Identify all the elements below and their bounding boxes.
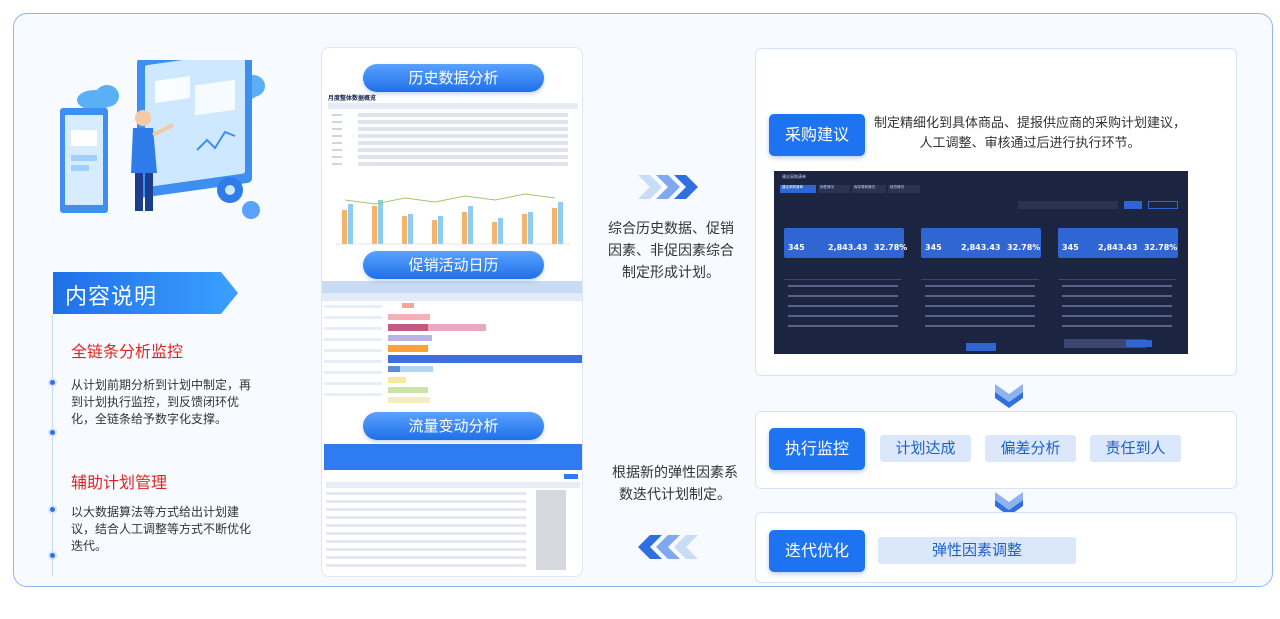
section-tab-shape (53, 272, 238, 314)
purchase-suggestion-label: 采购建议 (769, 114, 865, 156)
full-chain-text: 从计划前期分析到计划中制定，再到计划执行监控，到反馈闭环优化，全链条给予数字化支… (71, 378, 252, 426)
metric-value: 32.78% (874, 243, 908, 252)
purchase-screen-tabs: 建议采购清单 销售情况 库存周转情况 缺货情况 (780, 185, 920, 193)
screen-tab[interactable]: 建议采购清单 (780, 185, 816, 193)
purchase-description: 制定精细化到具体商品、提报供应商的采购计划建议， 人工调整、审核通过后进行执行环… (872, 114, 1188, 154)
purchase-description-line: 人工调整、审核通过后进行执行环节。 (919, 136, 1141, 151)
backward-flow-line: 数迭代计划制定。 (619, 487, 731, 503)
down-chevron-icon (995, 384, 1023, 408)
metric-value: 32.78% (1007, 243, 1041, 252)
chip-plan-achievement: 计划达成 (880, 435, 971, 462)
metric-value: 2,843.43 (828, 243, 868, 252)
screen-tab[interactable]: 缺货情况 (888, 185, 920, 193)
backward-flow-text: 根据新的弹性因素系 数迭代计划制定。 (600, 462, 750, 506)
metric-card: 345 2,843.43 32.78% (784, 228, 908, 258)
screen-search-box[interactable] (1018, 201, 1118, 209)
purchase-list-screenshot: 建议采购清单 建议采购清单 销售情况 库存周转情况 缺货情况 345 2,843… (774, 171, 1188, 354)
screen-tab[interactable]: 库存周转情况 (852, 185, 886, 193)
history-bar-chart (336, 193, 570, 245)
chip-responsibility: 责任到人 (1090, 435, 1181, 462)
chip-deviation-analysis: 偏差分析 (985, 435, 1076, 462)
analysis-screenshot-panel: 月度整体数据概览 (321, 47, 583, 577)
assist-plan-text: 以大数据算法等方式给出计划建议，结合人工调整等方式不断优化迭代。 (71, 505, 252, 553)
timeline-line (52, 314, 53, 576)
timeline-dot (48, 378, 57, 387)
section-heading-text: 内容说明 (65, 285, 158, 310)
iterative-optimization-label: 迭代优化 (769, 530, 865, 572)
timeline-dot (48, 428, 57, 437)
tab-traffic-analysis[interactable]: 流量变动分析 (363, 412, 544, 440)
data-analyst-illustration (60, 60, 265, 219)
traffic-change-table (326, 474, 580, 570)
forward-flow-line: 因素、非促因素综合 (608, 243, 734, 259)
screen-tab[interactable]: 销售情况 (818, 185, 850, 193)
promotion-calendar-gantt (322, 281, 582, 403)
backward-chevron-icon (638, 535, 698, 559)
screen-search-button[interactable] (1124, 201, 1142, 209)
metric-value: 2,843.43 (1098, 243, 1138, 252)
backward-flow-line: 根据新的弹性因素系 (612, 465, 738, 481)
assist-plan-title: 辅助计划管理 (71, 473, 168, 492)
forward-flow-line: 制定形成计划。 (622, 265, 720, 281)
purchase-description-line: 制定精细化到具体商品、提报供应商的采购计划建议， (873, 116, 1186, 131)
tab-history-analysis[interactable]: 历史数据分析 (363, 64, 544, 92)
chip-elastic-factor-adjustment: 弹性因素调整 (878, 537, 1076, 564)
execution-monitor-label: 执行监控 (769, 428, 865, 470)
metric-value: 345 (1062, 243, 1079, 252)
metric-value: 32.78% (1144, 243, 1178, 252)
metric-card: 345 2,843.43 32.78% (1058, 228, 1178, 258)
metric-value: 345 (925, 243, 942, 252)
screen-export-button[interactable] (1148, 201, 1178, 209)
history-table-title: 月度整体数据概览 (328, 95, 377, 102)
forward-flow-text: 综合历史数据、促销 因素、非促因素综合 制定形成计划。 (596, 218, 746, 284)
forward-flow-line: 综合历史数据、促销 (608, 221, 734, 237)
full-chain-title: 全链条分析监控 (71, 342, 184, 361)
timeline-dot (48, 551, 57, 560)
purchase-screen-title: 建议采购清单 (782, 174, 806, 179)
history-data-table (328, 103, 578, 166)
tab-promotion-calendar[interactable]: 促销活动日历 (363, 251, 544, 279)
traffic-banner (324, 444, 582, 470)
timeline-dot (48, 505, 57, 514)
top-suggestion-tables (784, 279, 1176, 351)
content-description-heading: 内容说明 (53, 272, 238, 314)
forward-chevron-icon (638, 175, 698, 199)
metric-card: 345 2,843.43 32.78% (921, 228, 1041, 258)
metric-value: 345 (788, 243, 805, 252)
metric-value: 2,843.43 (961, 243, 1001, 252)
